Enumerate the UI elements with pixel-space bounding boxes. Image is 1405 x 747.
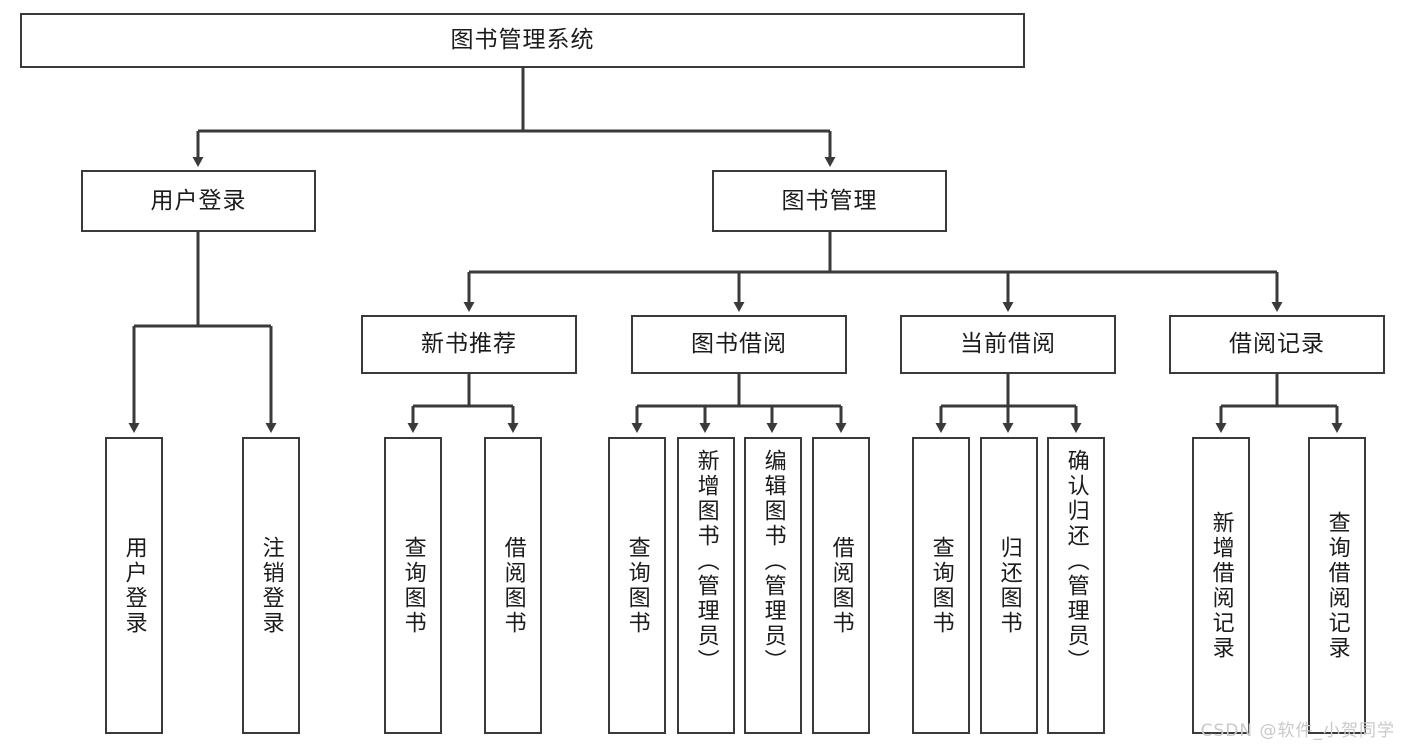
node-leaf-query-book-current[interactable]: 查询图书 (912, 437, 970, 734)
node-leaf-user-login[interactable]: 用户登录 (105, 437, 163, 734)
node-label: 查询图书 (928, 535, 954, 636)
node-label: 用户登录 (121, 535, 147, 636)
node-label: 编辑图书（管理员） (760, 449, 786, 674)
node-label: 查询图书 (624, 535, 650, 636)
node-book-borrow[interactable]: 图书借阅 (631, 315, 847, 374)
node-label: 图书管理系统 (450, 27, 595, 54)
node-label: 当前借阅 (960, 331, 1056, 358)
node-label: 用户登录 (150, 187, 247, 214)
node-root-book-management-system[interactable]: 图书管理系统 (20, 13, 1025, 68)
node-leaf-confirm-return-admin[interactable]: 确认归还（管理员） (1047, 437, 1105, 734)
node-leaf-add-book-admin[interactable]: 新增图书（管理员） (677, 437, 735, 734)
node-label: 归还图书 (996, 535, 1022, 636)
node-leaf-borrow-book[interactable]: 借阅图书 (812, 437, 870, 734)
node-label: 注销登录 (258, 535, 284, 636)
node-borrow-record[interactable]: 借阅记录 (1169, 315, 1385, 374)
node-label: 借阅记录 (1229, 331, 1325, 358)
node-label: 图书管理 (781, 187, 878, 214)
node-user-login[interactable]: 用户登录 (81, 170, 316, 232)
node-leaf-query-borrow-record[interactable]: 查询借阅记录 (1308, 437, 1366, 734)
node-current-borrow[interactable]: 当前借阅 (900, 315, 1116, 374)
node-label: 确认归还（管理员） (1063, 449, 1089, 674)
node-label: 查询图书 (400, 535, 426, 636)
node-label: 图书借阅 (691, 331, 787, 358)
node-label: 查询借阅记录 (1324, 510, 1350, 661)
node-label: 新书推荐 (421, 331, 517, 358)
node-book-management[interactable]: 图书管理 (712, 170, 947, 232)
node-leaf-query-book-recommend[interactable]: 查询图书 (384, 437, 442, 734)
node-new-book-recommend[interactable]: 新书推荐 (361, 315, 577, 374)
node-leaf-return-book[interactable]: 归还图书 (980, 437, 1038, 734)
node-leaf-edit-book-admin[interactable]: 编辑图书（管理员） (744, 437, 802, 734)
node-leaf-add-borrow-record[interactable]: 新增借阅记录 (1192, 437, 1250, 734)
node-label: 借阅图书 (828, 535, 854, 636)
node-label: 借阅图书 (500, 535, 526, 636)
node-label: 新增图书（管理员） (693, 449, 719, 674)
node-label: 新增借阅记录 (1208, 510, 1234, 661)
node-leaf-logout[interactable]: 注销登录 (242, 437, 300, 734)
node-leaf-query-book-borrow[interactable]: 查询图书 (608, 437, 666, 734)
node-leaf-borrow-book-recommend[interactable]: 借阅图书 (484, 437, 542, 734)
